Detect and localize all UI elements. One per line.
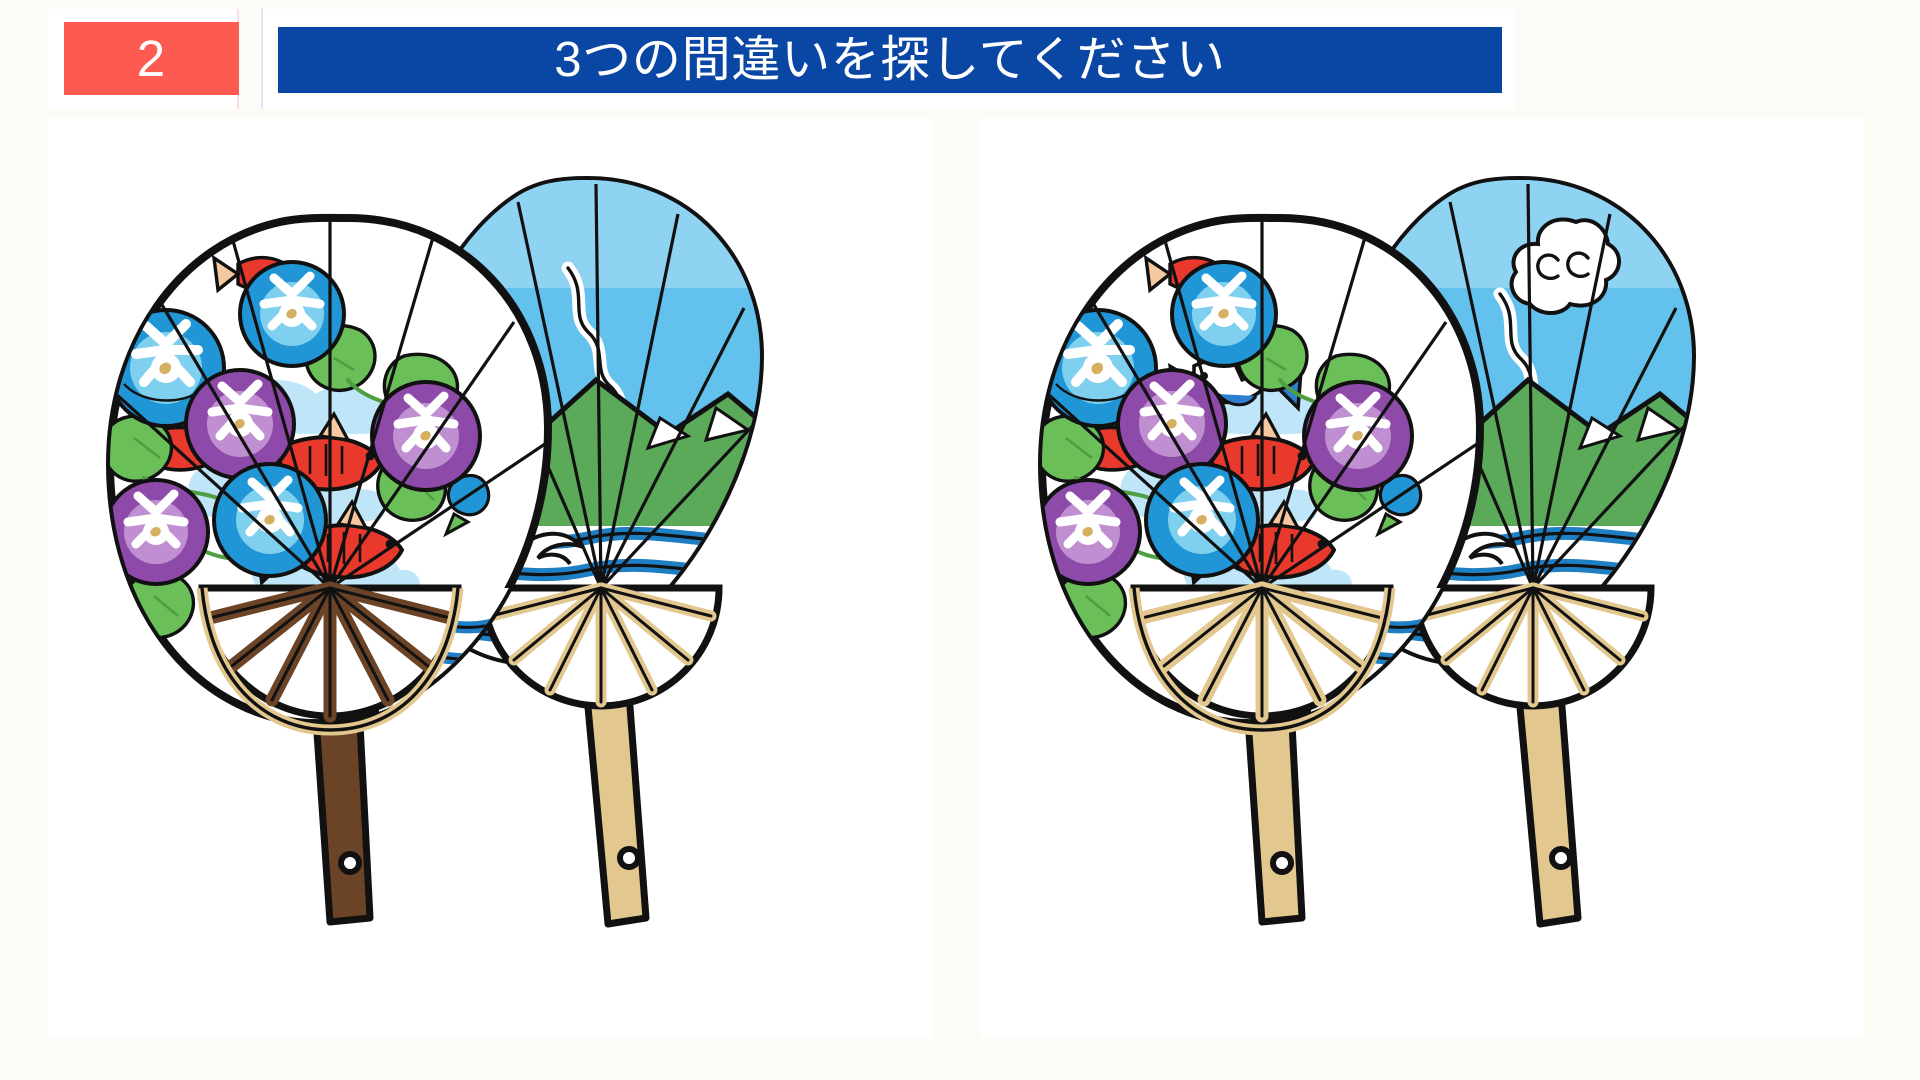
morning-glory-purple (1116, 368, 1228, 480)
morning-glory-purple (1302, 380, 1414, 492)
morning-glory-blue (238, 260, 346, 368)
front-fan-right (1037, 213, 1485, 926)
fan-rib (1046, 217, 1480, 590)
morning-glory-purple (370, 380, 482, 492)
panel-modified (980, 118, 1865, 1038)
morning-glory-blue (1170, 260, 1278, 368)
title-bar: 3つの間違いを探してください (278, 27, 1502, 93)
number-badge-container: 2 (48, 9, 239, 109)
morning-glory-purple (1042, 478, 1142, 586)
title-bar-container: 3つの間違いを探してください (261, 9, 1515, 109)
puzzle-number-badge: 2 (64, 22, 239, 95)
morning-glory-blue (212, 462, 328, 578)
fan-rib (114, 217, 548, 590)
morning-glory-blue (1144, 462, 1260, 578)
page-title: 3つの間違いを探してください (554, 32, 1226, 87)
fan-illustration-right (980, 118, 1865, 1038)
header: 2 3つの間違いを探してください (0, 0, 1920, 118)
morning-glory-purple (184, 368, 296, 480)
spiral-cloud-icon (1509, 217, 1621, 315)
fan-illustration-left (48, 118, 933, 1038)
front-fan-left (105, 213, 553, 926)
puzzle-number-text: 2 (136, 30, 167, 87)
panel-original (48, 118, 933, 1038)
morning-glory-purple (110, 478, 210, 586)
